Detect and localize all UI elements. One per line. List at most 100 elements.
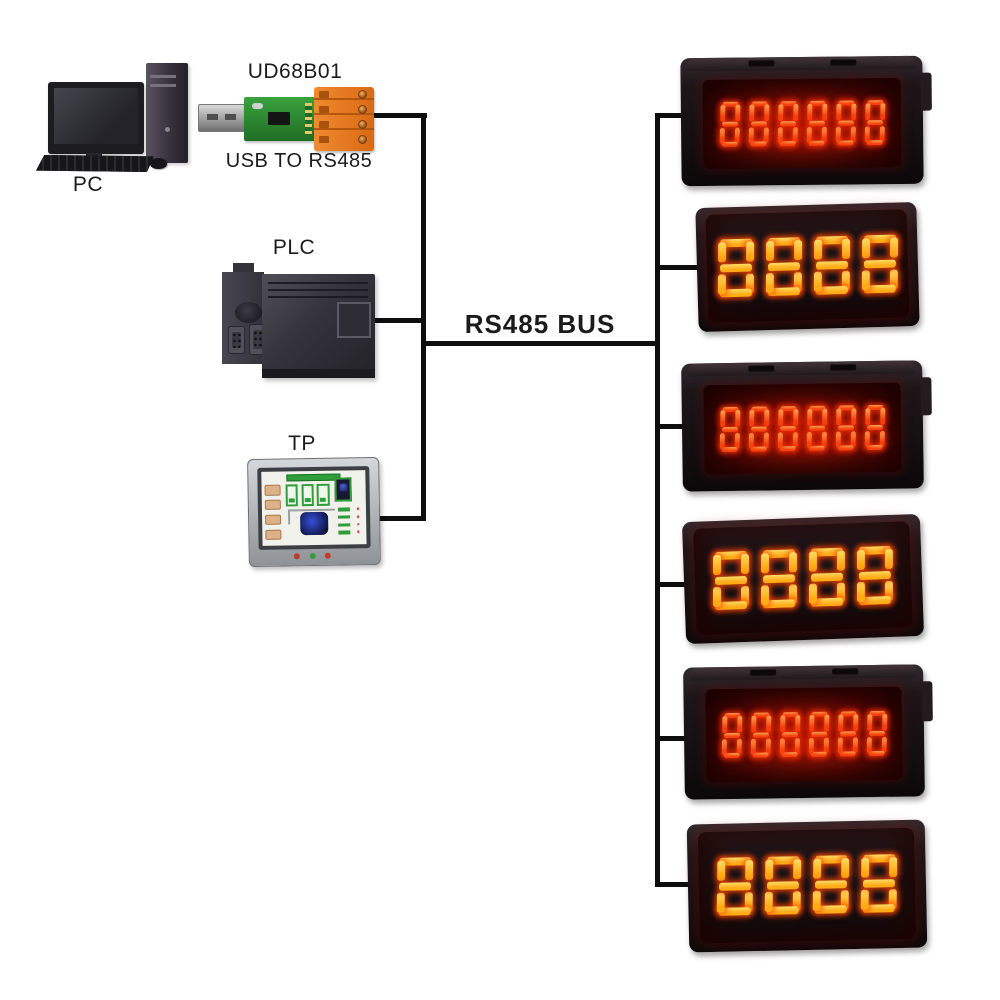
seven-segment-digit	[777, 101, 799, 147]
segment-e	[713, 587, 722, 608]
pc-keyboard	[36, 155, 154, 172]
segment-f	[761, 553, 769, 574]
segment-e	[777, 431, 783, 449]
display-face	[693, 522, 913, 636]
hmi-widget	[265, 514, 281, 526]
segment-b	[851, 408, 857, 425]
plc-bottom-edge	[262, 369, 375, 378]
segment-f	[813, 859, 822, 880]
segment-b	[823, 714, 829, 732]
segment-b	[852, 714, 858, 731]
segment-f	[806, 103, 813, 121]
segment-b	[889, 857, 898, 878]
segment-e	[750, 738, 756, 755]
hmi-widget	[265, 529, 282, 540]
screw-terminal-block	[314, 87, 374, 151]
segment-g	[868, 731, 885, 737]
segment-b	[788, 552, 797, 573]
seven-segment-digit	[750, 712, 771, 758]
segment-e	[806, 431, 812, 449]
segment-b	[745, 241, 754, 263]
led-panel-6	[686, 819, 928, 953]
segment-g	[839, 731, 856, 737]
segment-g	[723, 733, 740, 739]
seven-segment-digit	[860, 854, 898, 914]
hmi-pipe-line	[287, 509, 291, 525]
segment-f	[765, 860, 774, 881]
segment-b	[841, 858, 850, 879]
segment-f	[835, 103, 842, 121]
pc-monitor-screen	[54, 88, 138, 144]
case-notch	[830, 59, 857, 66]
segment-e	[856, 582, 865, 603]
segment-g	[779, 426, 797, 432]
segment-f	[717, 861, 726, 882]
segment-f	[719, 104, 726, 122]
display-case	[683, 664, 933, 800]
segment-g	[837, 425, 855, 431]
segment-e	[808, 737, 814, 755]
mounting-flange	[920, 72, 932, 111]
segment-e	[748, 127, 754, 144]
segment-e	[808, 583, 817, 605]
segment-f	[865, 408, 871, 425]
segment-g	[863, 259, 896, 269]
segment-e	[837, 737, 843, 754]
segment-b	[765, 715, 771, 733]
display-case	[680, 55, 932, 187]
seven-segment-digit	[717, 238, 754, 298]
segment-b	[734, 104, 741, 122]
display-case	[695, 201, 920, 333]
pcb-solder-pads	[305, 103, 312, 135]
segment-g	[808, 120, 825, 126]
power-button-dot	[165, 127, 170, 132]
adapter-pcb	[244, 97, 316, 141]
wire-left-vertical	[421, 113, 426, 521]
segment-f	[778, 409, 784, 426]
segment-g	[781, 732, 798, 738]
segment-g	[858, 571, 891, 581]
segment-g	[752, 732, 769, 738]
plc-top-tab	[233, 263, 254, 274]
segment-e	[835, 431, 841, 448]
segment-f	[713, 555, 722, 576]
segment-g	[719, 263, 752, 273]
segment-f	[748, 104, 755, 122]
led-panel-5	[683, 664, 933, 800]
pc-tower	[146, 63, 188, 163]
adapter-caption-label: USB TO RS485	[225, 150, 373, 172]
segment-g	[750, 121, 767, 127]
segment-b	[793, 859, 802, 880]
segment-f	[807, 408, 813, 426]
segment-f	[813, 239, 822, 261]
segment-f	[808, 715, 814, 732]
hmi-pipe-line	[287, 509, 335, 512]
display-case	[686, 819, 928, 953]
drive-bay	[150, 84, 176, 87]
segment-b	[822, 408, 828, 426]
case-notch	[831, 668, 858, 675]
pc-monitor	[48, 82, 144, 154]
drive-bay	[150, 75, 176, 78]
segment-f	[765, 241, 774, 262]
segment-g	[862, 879, 896, 889]
segment-b	[821, 103, 828, 121]
terminal-row	[314, 132, 374, 145]
hmi-gauge	[285, 483, 299, 507]
seven-segment-digit	[866, 711, 887, 757]
mounting-flange	[920, 376, 932, 416]
led-panel-4	[681, 513, 925, 645]
plc-label: PLC	[272, 236, 316, 259]
segment-b	[794, 715, 800, 732]
case-notch	[750, 669, 777, 676]
wire-stub-display-5	[660, 736, 692, 741]
segment-g	[866, 120, 883, 126]
segment-e	[716, 893, 725, 914]
segment-b	[880, 407, 886, 425]
seven-segment-digit	[713, 551, 750, 611]
segment-e	[719, 127, 725, 144]
adapter-model-label: UD68B01	[247, 60, 343, 83]
seven-segment-digit	[856, 546, 893, 606]
segment-f	[750, 715, 756, 733]
segment-e	[719, 432, 725, 450]
